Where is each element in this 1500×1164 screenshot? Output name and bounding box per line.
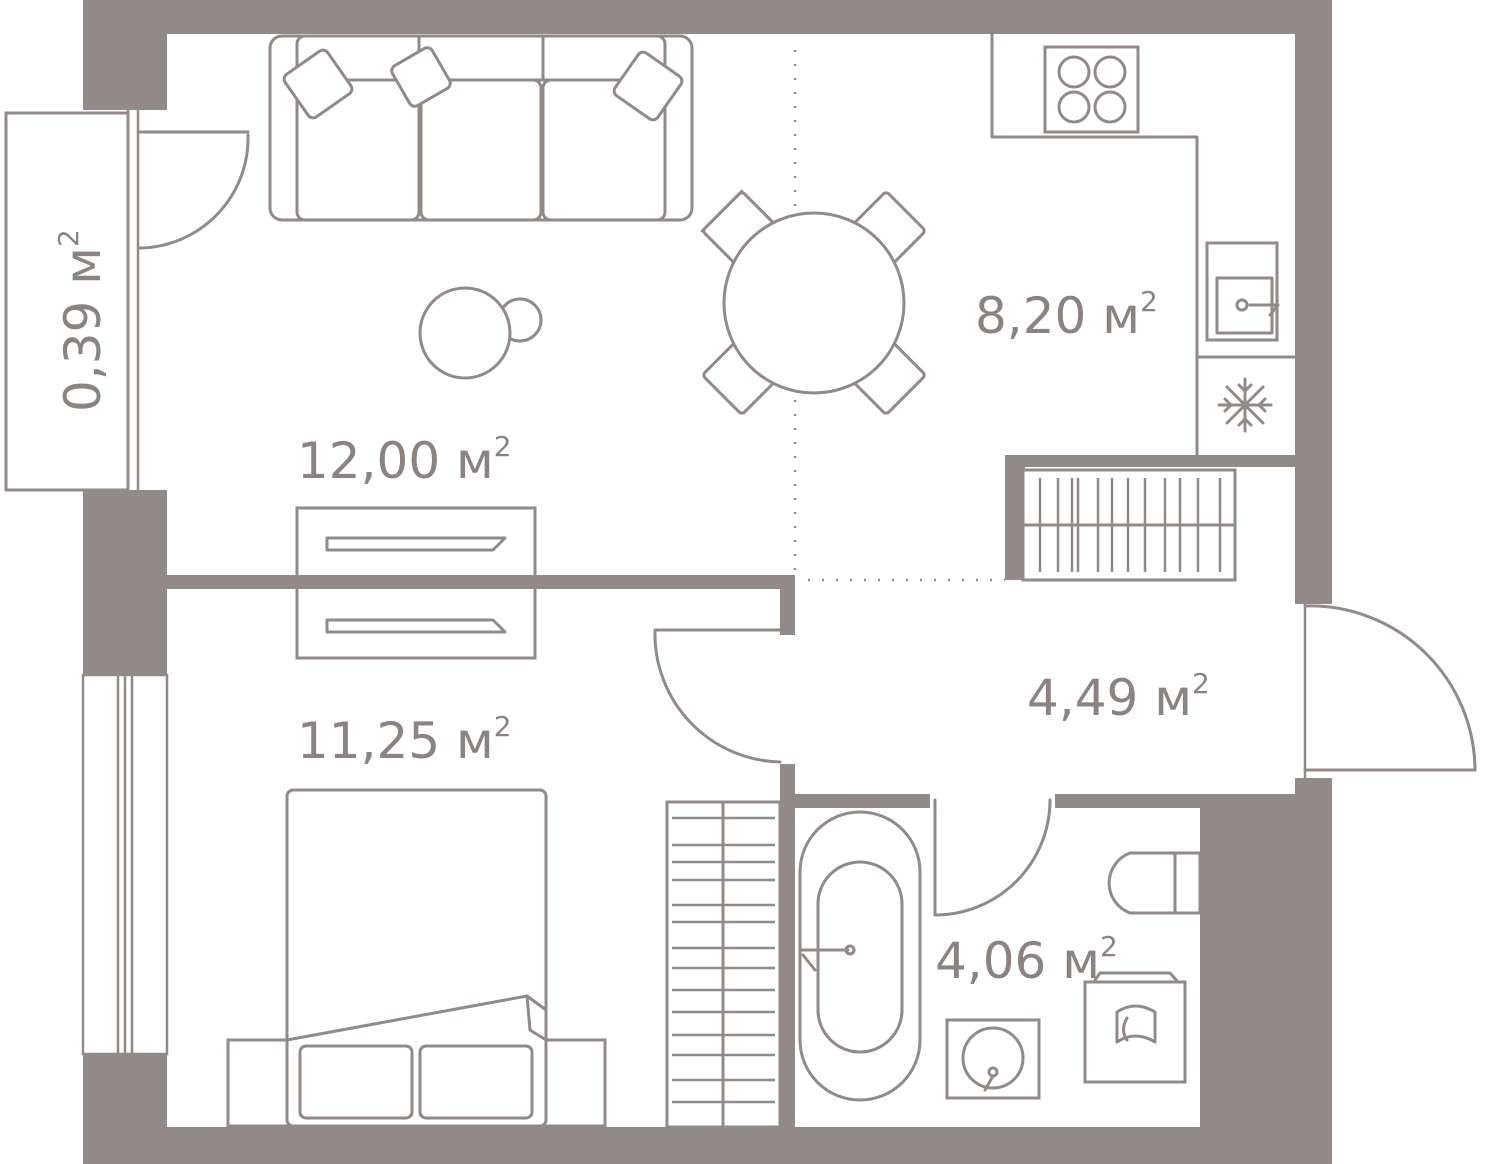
dining-table-icon bbox=[700, 189, 926, 415]
pillow-icons bbox=[282, 46, 684, 122]
coffee-table-icon bbox=[418, 286, 543, 380]
walls bbox=[83, 0, 1332, 1164]
kitchen-counter bbox=[990, 32, 1297, 457]
sofa-icon bbox=[268, 34, 694, 222]
zone-separators bbox=[793, 50, 1005, 582]
washbasin-icon bbox=[945, 1018, 1041, 1100]
dresser-icon bbox=[295, 506, 537, 660]
bedroom-area-label: 11,25 м2 bbox=[297, 710, 512, 770]
hall-wardrobe-icon bbox=[1021, 468, 1237, 582]
window-bedroom bbox=[81, 673, 169, 1056]
washing-machine-icon bbox=[1083, 971, 1187, 1084]
balcony bbox=[4, 111, 130, 492]
door-bedroom bbox=[653, 628, 782, 764]
bed-icon bbox=[226, 788, 607, 1128]
door-entrance bbox=[1303, 604, 1477, 780]
toilet-icon bbox=[1107, 851, 1202, 915]
bedroom-wardrobe-icon bbox=[665, 800, 782, 1129]
hallway-area-label: 4,49 м2 bbox=[1027, 667, 1210, 727]
balcony-area-label: 0,39 м2 bbox=[52, 229, 112, 412]
sink-icon bbox=[1205, 241, 1280, 342]
stove-icon bbox=[1043, 45, 1140, 134]
bathtub-icon bbox=[798, 810, 922, 1102]
bathroom-area-label: 4,06 м2 bbox=[935, 930, 1118, 990]
door-balcony bbox=[136, 130, 250, 250]
fridge-icon bbox=[1217, 377, 1273, 433]
kitchen-area-label: 8,20 м2 bbox=[975, 285, 1158, 345]
door-bathroom bbox=[933, 798, 1052, 917]
living-room-area-label: 12,00 м2 bbox=[297, 430, 512, 490]
